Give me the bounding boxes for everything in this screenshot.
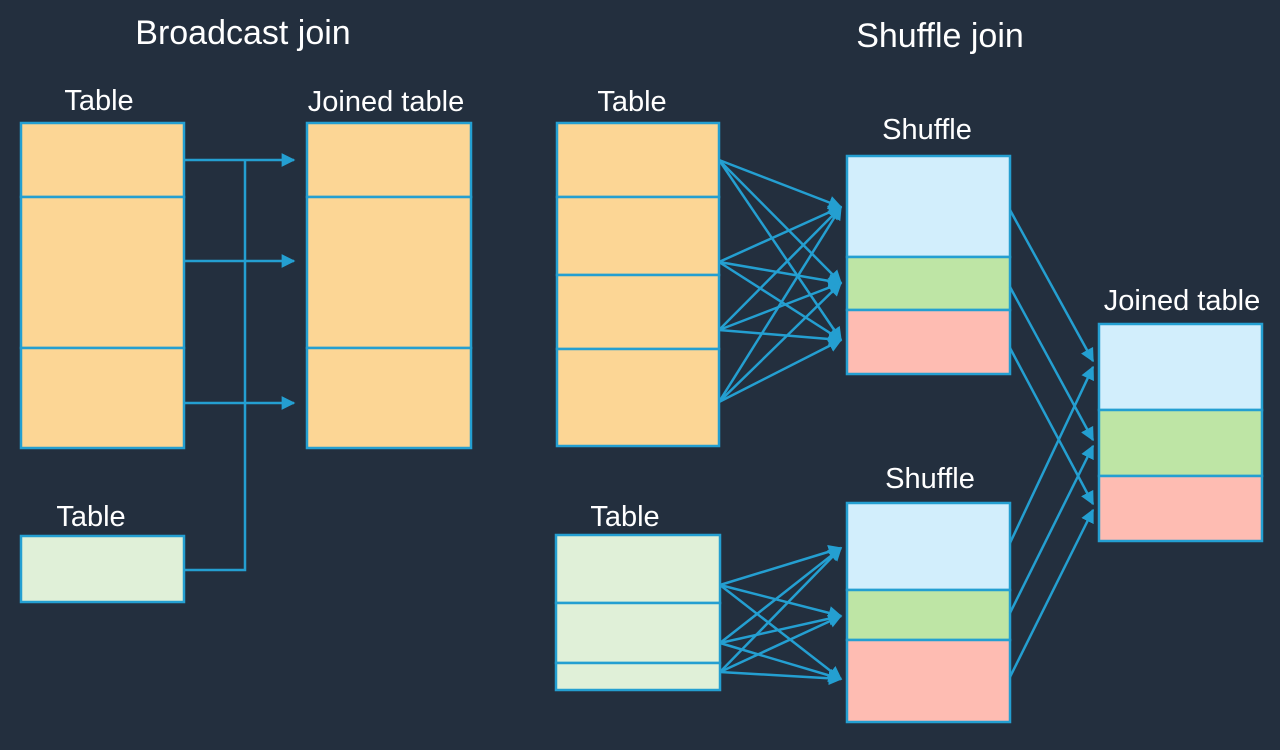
shuffle-arrow <box>719 584 843 680</box>
partition-blue <box>845 154 1012 259</box>
table-row <box>305 195 473 350</box>
table-row <box>554 661 722 692</box>
table-row <box>19 195 186 350</box>
shuffle-arrow <box>718 205 843 264</box>
shuffle-arrow <box>718 328 843 346</box>
shuffle-arrow <box>719 670 843 686</box>
shuffle-arrow <box>719 614 843 674</box>
table-row <box>305 121 473 199</box>
partition-blue <box>1097 322 1264 412</box>
partition-green <box>845 255 1012 312</box>
shuffle-arrow <box>718 260 843 288</box>
shuffle-arrow <box>718 282 842 403</box>
table-row <box>555 121 721 199</box>
partition-pink <box>845 638 1012 724</box>
shuffle-arrow <box>717 205 843 403</box>
shuffle-title: Shuffle join <box>856 17 1024 55</box>
upper-shuffle-box <box>845 154 1012 376</box>
merge-arrows <box>1008 209 1095 678</box>
merge-arrow <box>1008 209 1095 363</box>
broadcast-joined-table-label: Joined table <box>308 86 464 118</box>
partition-blue <box>845 501 1012 592</box>
broadcast-connector-line <box>184 161 247 572</box>
table-row <box>554 601 722 665</box>
broadcast-large-table-label: Table <box>64 85 133 117</box>
shuffle-arrow <box>719 545 843 587</box>
shuffle-upper-table-label: Table <box>597 86 666 118</box>
lower-shuffle-fan-arrows <box>719 545 843 686</box>
lower-shuffle-label: Shuffle <box>885 463 975 495</box>
shuffle-upper-table <box>555 121 721 448</box>
shuffle-join-section: Shuffle join Table Shuffle Table Shuffle… <box>554 17 1264 724</box>
shuffle-lower-table-label: Table <box>590 501 659 533</box>
merge-arrow <box>1008 444 1095 614</box>
table-row <box>555 347 721 448</box>
table-row <box>554 533 722 605</box>
shuffle-arrow <box>717 159 843 342</box>
shuffle-lower-table <box>554 533 722 692</box>
shuffle-arrow <box>718 206 842 331</box>
shuffle-arrow <box>718 260 843 342</box>
shuffle-arrow <box>719 641 843 683</box>
shuffle-joined-table-label: Joined table <box>1104 285 1260 317</box>
broadcast-small-table <box>19 534 186 604</box>
shuffle-arrow <box>719 547 843 644</box>
shuffle-arrow <box>719 611 843 645</box>
shuffle-arrow <box>719 547 842 673</box>
shuffle-arrow <box>718 338 843 404</box>
table-row <box>19 534 186 604</box>
partition-pink <box>845 308 1012 376</box>
merge-arrow <box>1008 286 1095 442</box>
broadcast-joined-table <box>305 121 473 450</box>
shuffle-arrow <box>718 159 842 284</box>
lower-shuffle-box <box>845 501 1012 724</box>
table-row <box>555 273 721 351</box>
shuffle-joined-table <box>1097 322 1264 543</box>
table-row <box>305 346 473 450</box>
shuffle-arrow <box>719 583 843 620</box>
merge-arrow <box>1008 508 1095 678</box>
upper-shuffle-fan-arrows <box>717 158 843 404</box>
table-row <box>555 195 721 277</box>
partition-green <box>845 588 1012 642</box>
partition-green <box>1097 408 1264 478</box>
merge-arrow <box>1008 365 1095 544</box>
table-row <box>19 346 186 450</box>
shuffle-arrow <box>718 158 843 209</box>
broadcast-large-table <box>19 121 186 450</box>
broadcast-small-table-label: Table <box>56 501 125 533</box>
broadcast-join-section: Broadcast join Table Joined table Table <box>19 14 473 604</box>
merge-arrow <box>1008 347 1095 506</box>
broadcast-title: Broadcast join <box>135 14 350 52</box>
table-row <box>19 121 186 199</box>
upper-shuffle-label: Shuffle <box>882 114 972 146</box>
partition-pink <box>1097 474 1264 543</box>
